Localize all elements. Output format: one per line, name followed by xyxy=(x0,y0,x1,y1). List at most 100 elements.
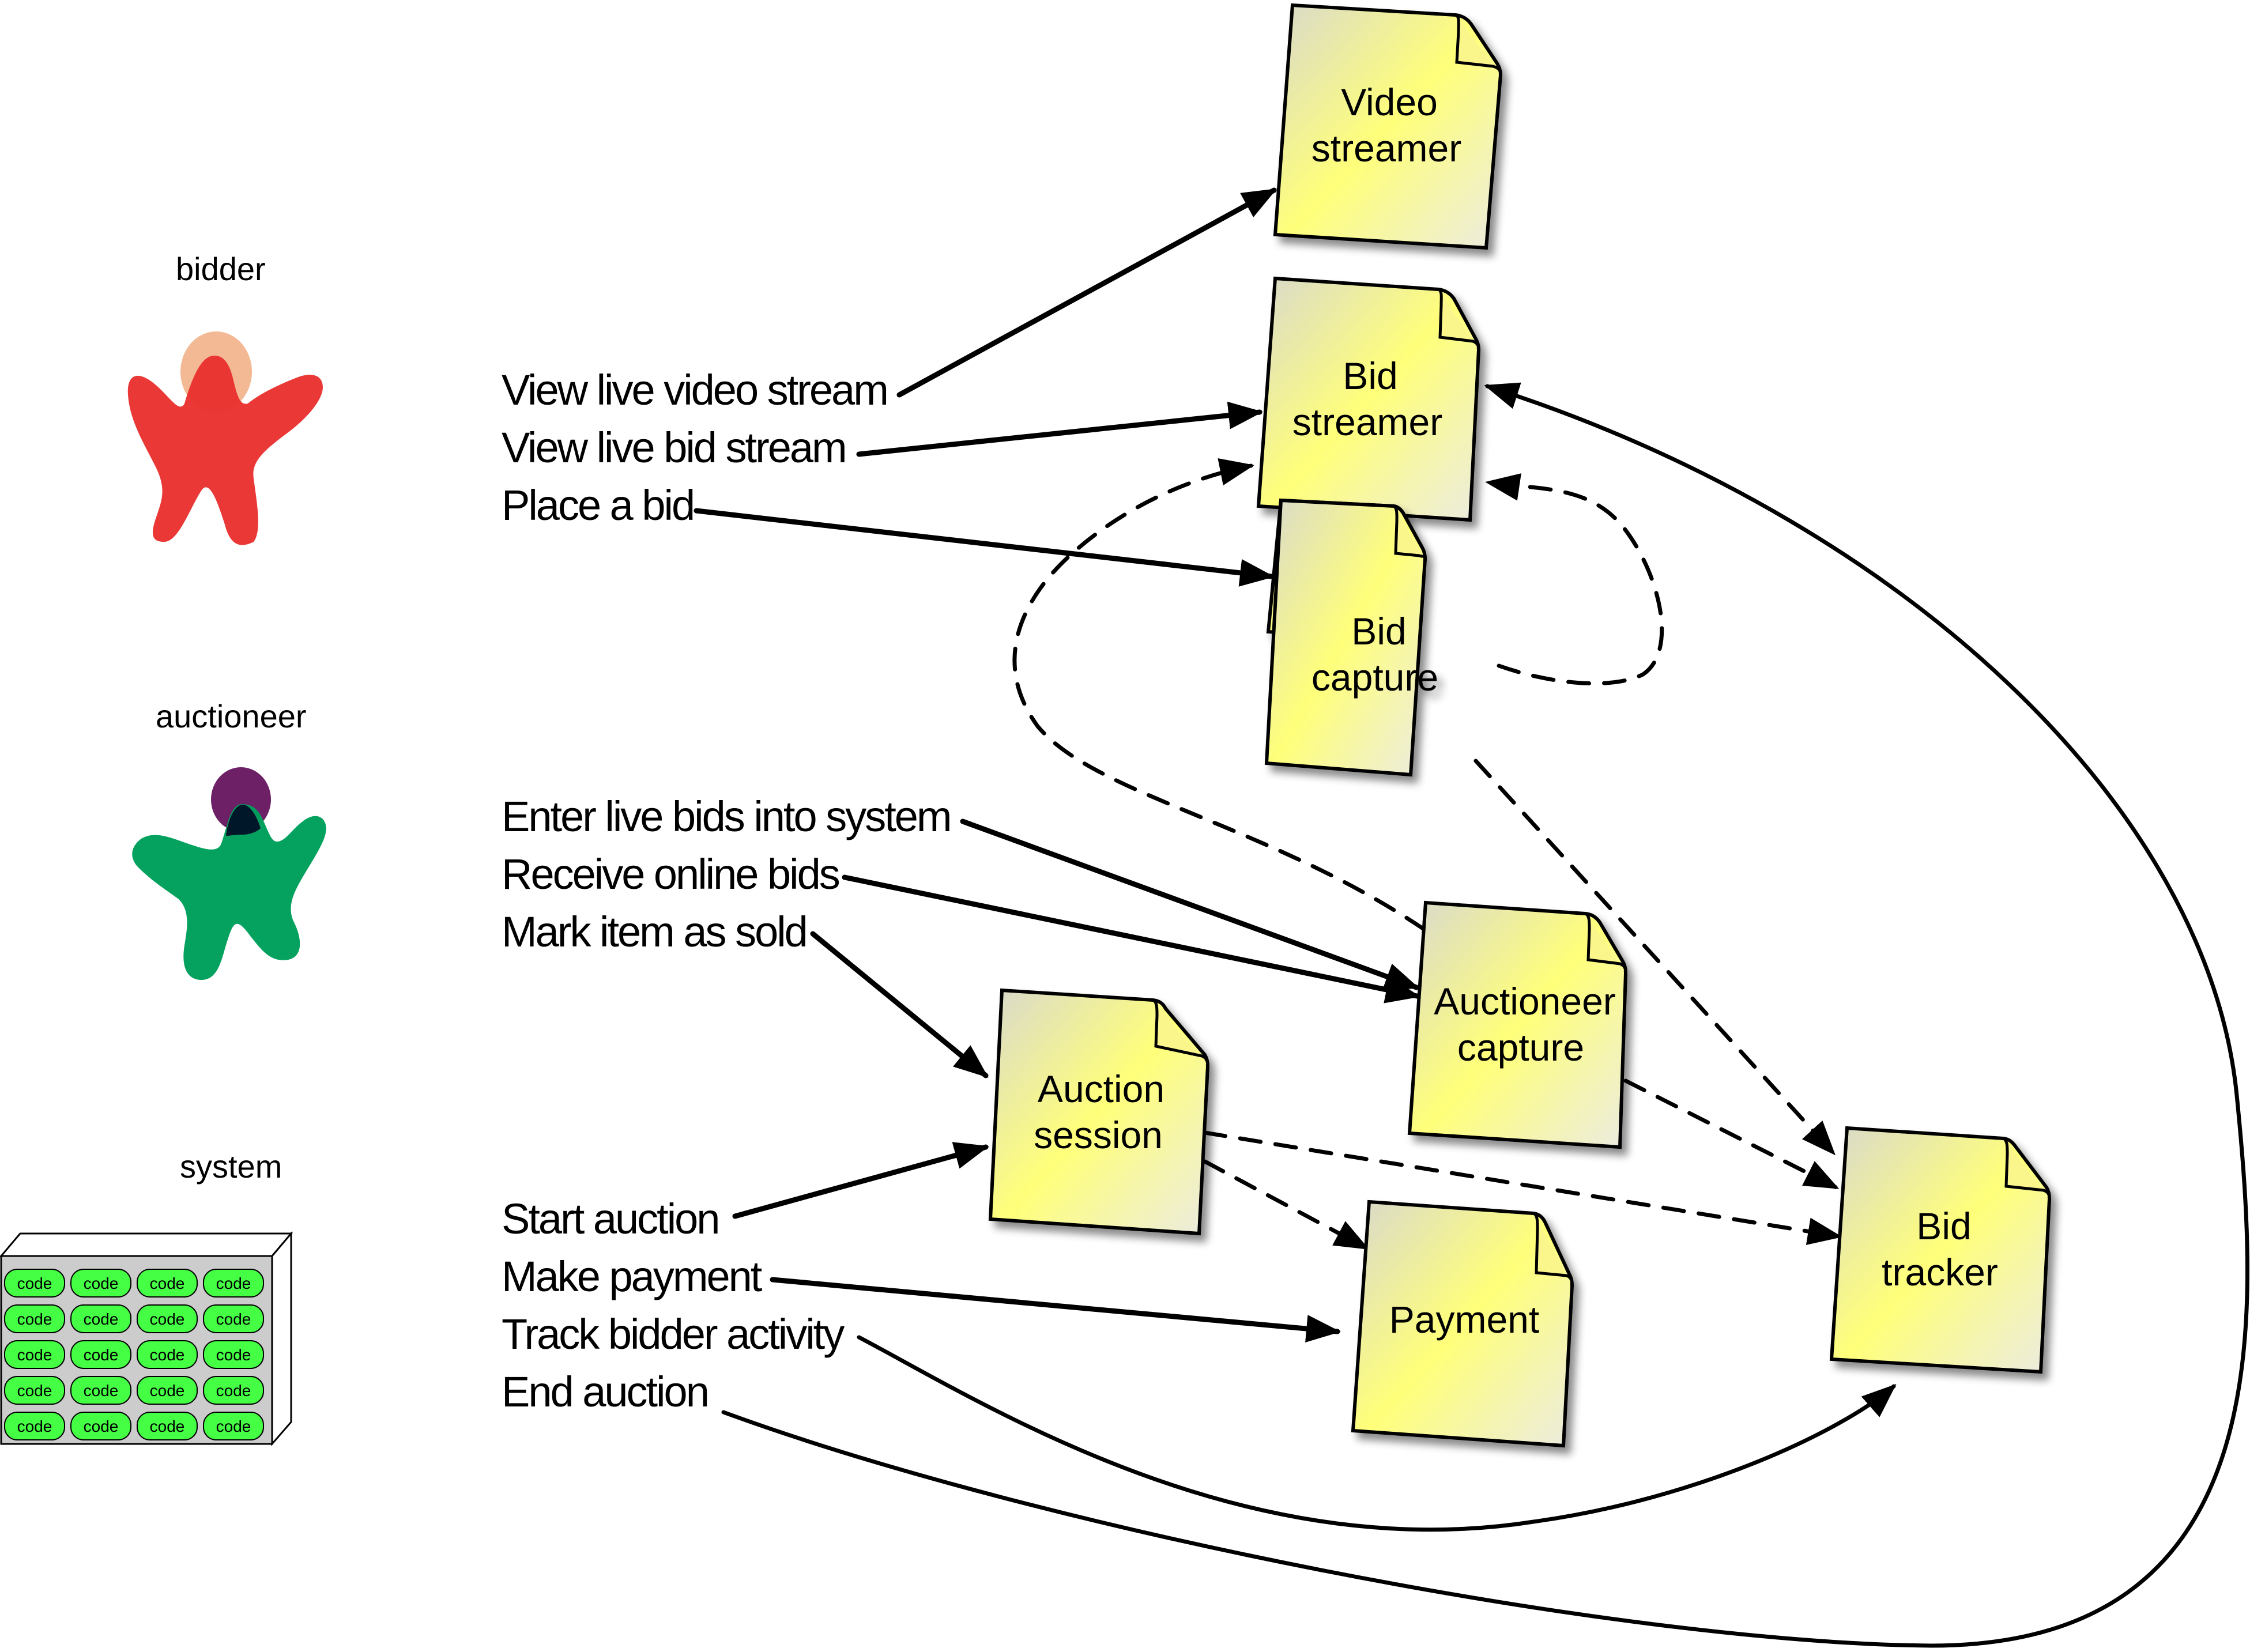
flow-track-bidder xyxy=(857,1335,1897,1532)
code-cell: code xyxy=(4,1412,65,1440)
note-label-line: Auctioneer xyxy=(1434,980,1616,1023)
note-label-line: Bid xyxy=(1343,354,1397,397)
code-pill xyxy=(4,1376,65,1405)
code-pill-label: code xyxy=(17,1310,52,1328)
note-label-line: capture xyxy=(1311,656,1438,699)
bidder-body xyxy=(127,356,323,545)
code-cell: code xyxy=(137,1340,198,1369)
person-icon xyxy=(132,767,326,980)
code-pill xyxy=(4,1304,65,1333)
code-cell: code xyxy=(70,1340,131,1369)
flow-session-to-payment xyxy=(1203,1159,1370,1250)
flow-end-auction xyxy=(721,382,2249,1648)
code-pill-label: code xyxy=(84,1382,119,1400)
flow-bidcapture-to-bidstreamer-right xyxy=(1485,473,1664,686)
code-cell: code xyxy=(203,1269,264,1298)
note-label-line: capture xyxy=(1457,1026,1584,1069)
note-label-line: Bid xyxy=(1351,610,1406,652)
code-pill-label: code xyxy=(17,1417,52,1435)
svg-text:Payment: Payment xyxy=(1389,1298,1539,1341)
action-place-a-bid[interactable]: Place a bid xyxy=(502,481,695,529)
code-pill-label: code xyxy=(216,1382,251,1400)
code-pill-label: code xyxy=(150,1417,185,1435)
action-receive-online-bids[interactable]: Receive online bids xyxy=(502,850,841,898)
code-pill-label: code xyxy=(150,1382,185,1400)
code-cell: code xyxy=(137,1304,198,1333)
code-cell: code xyxy=(70,1412,131,1440)
code-pill-label: code xyxy=(17,1346,52,1364)
code-cell: code xyxy=(70,1304,131,1333)
code-cell: code xyxy=(4,1376,65,1405)
code-pill xyxy=(203,1340,264,1369)
code-pill xyxy=(137,1304,198,1333)
flow-session-to-bidtracker xyxy=(1203,1130,1842,1245)
code-pill xyxy=(4,1412,65,1440)
bidder-actions: View live video stream View live bid str… xyxy=(502,366,889,529)
code-pill xyxy=(70,1340,131,1369)
code-pill xyxy=(203,1304,264,1333)
code-pill xyxy=(203,1269,264,1298)
code-pill xyxy=(137,1269,198,1298)
note-label-line: tracker xyxy=(1882,1251,1998,1293)
code-pill xyxy=(203,1412,264,1440)
flow-bidcapture-to-bidtracker xyxy=(1473,759,1836,1156)
code-pill xyxy=(70,1376,131,1405)
code-pill-label: code xyxy=(84,1310,119,1328)
actor-label-system: system xyxy=(180,1148,282,1185)
system-actions: Start auction Make payment Track bidder … xyxy=(502,1195,846,1416)
note-label-line: Video xyxy=(1341,81,1438,123)
action-end-auction[interactable]: End auction xyxy=(502,1368,710,1416)
code-pill xyxy=(70,1269,131,1298)
code-pill-label: code xyxy=(17,1382,52,1400)
actor-bidder: bidder xyxy=(127,251,323,545)
flow-auctioneercapture-to-bidtracker xyxy=(1623,1078,1840,1190)
note-label-line: streamer xyxy=(1311,127,1461,169)
code-pill xyxy=(137,1412,198,1440)
code-cell: code xyxy=(4,1269,65,1298)
connectors xyxy=(694,187,2249,1648)
note-label-line: Payment xyxy=(1389,1298,1539,1341)
code-cell: code xyxy=(203,1376,264,1405)
flow-place-bid xyxy=(694,508,1275,587)
action-view-live-video-stream[interactable]: View live video stream xyxy=(502,366,889,414)
flow-view-video xyxy=(896,187,1277,398)
flow-view-bid xyxy=(856,401,1263,457)
action-track-bidder-activity[interactable]: Track bidder activity xyxy=(502,1310,846,1358)
note-payment[interactable]: Payment xyxy=(1351,1200,1574,1448)
code-cell: code xyxy=(203,1304,264,1333)
note-label-line: Bid xyxy=(1916,1205,1971,1247)
person-icon xyxy=(127,331,323,545)
code-pill-label: code xyxy=(216,1417,251,1435)
action-view-live-bid-stream[interactable]: View live bid stream xyxy=(502,424,847,472)
flow-receive-online-bids xyxy=(842,874,1420,1004)
code-pill xyxy=(4,1340,65,1369)
flow-enter-live-bids xyxy=(960,819,1420,990)
action-start-auction[interactable]: Start auction xyxy=(502,1195,720,1243)
action-mark-item-as-sold[interactable]: Mark item as sold xyxy=(502,908,808,956)
code-pill xyxy=(137,1340,198,1369)
code-pill-label: code xyxy=(216,1310,251,1328)
action-enter-live-bids[interactable]: Enter live bids into system xyxy=(502,793,952,840)
code-pill-label: code xyxy=(17,1274,52,1292)
auctioneer-head-overlap xyxy=(226,804,261,836)
code-pill-label: code xyxy=(84,1346,119,1364)
code-cell: code xyxy=(137,1412,198,1440)
code-cell: code xyxy=(203,1340,264,1369)
action-make-payment[interactable]: Make payment xyxy=(502,1253,764,1300)
code-cell: code xyxy=(4,1304,65,1333)
